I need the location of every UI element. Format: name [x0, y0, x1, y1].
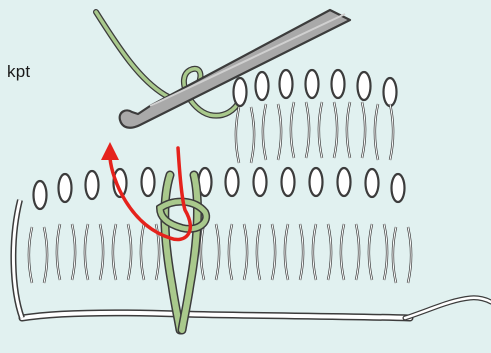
lower-stitch-row — [29, 224, 411, 283]
middle-stitch-row — [34, 168, 405, 209]
